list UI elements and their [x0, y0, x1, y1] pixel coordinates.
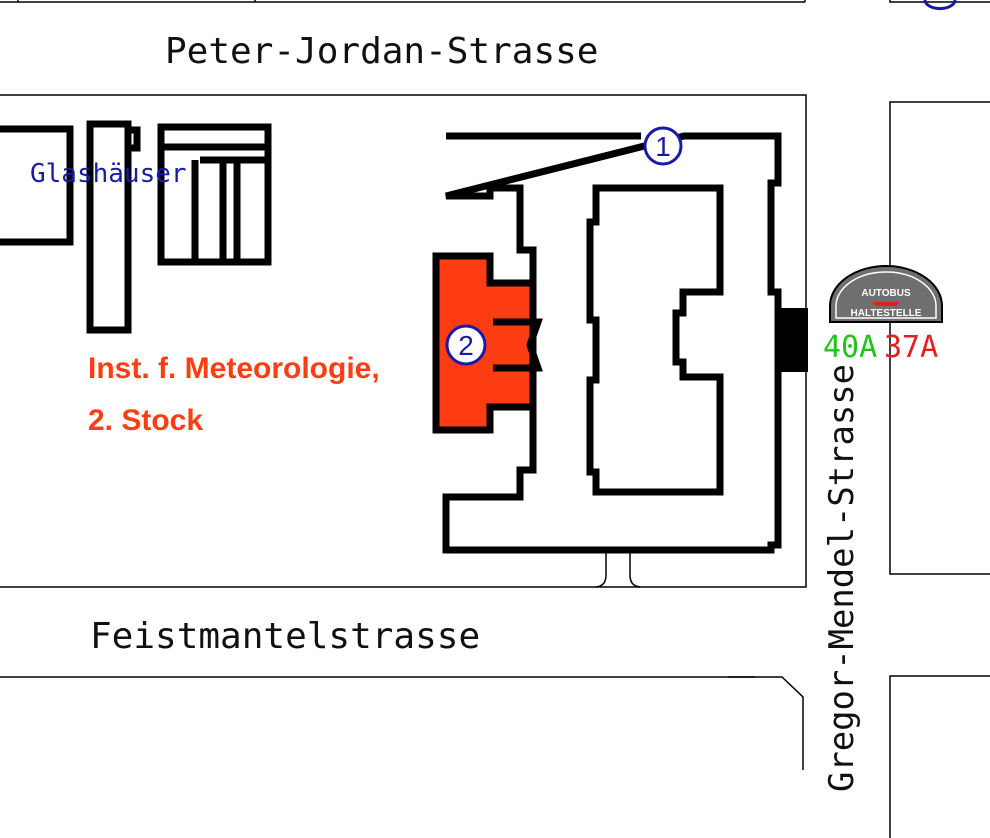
institute-label-line1: Inst. f. Meteorologie, [88, 352, 380, 385]
institute-label-line2: 2. Stock [88, 404, 203, 437]
bus-route-37a: 37A [884, 330, 938, 365]
greenhouses [0, 120, 272, 334]
entrance-marker-1[interactable]: 1 [643, 126, 683, 166]
bus-stop-sign[interactable]: AUTOBUS HALTESTELLE [829, 265, 943, 323]
greenhouses-label: Glashäuser [30, 159, 187, 189]
entrance-marker-2[interactable]: 2 [445, 324, 487, 366]
bus-sign-top-text: AUTOBUS [861, 288, 911, 299]
building-annex [778, 308, 808, 372]
street-name-north: Peter-Jordan-Strasse [165, 31, 598, 72]
bus-logo-icon [872, 302, 900, 306]
entrance-marker-2-label: 2 [458, 330, 474, 361]
street-name-east: Gregor-Mendel-Strasse [822, 364, 862, 792]
main-building [432, 132, 808, 554]
bus-route-40a: 40A [823, 330, 877, 365]
bus-sign-bottom-text: HALTESTELLE [851, 308, 922, 319]
street-name-south: Feistmantelstrasse [90, 616, 480, 657]
entrance-marker-1-label: 1 [655, 131, 671, 162]
